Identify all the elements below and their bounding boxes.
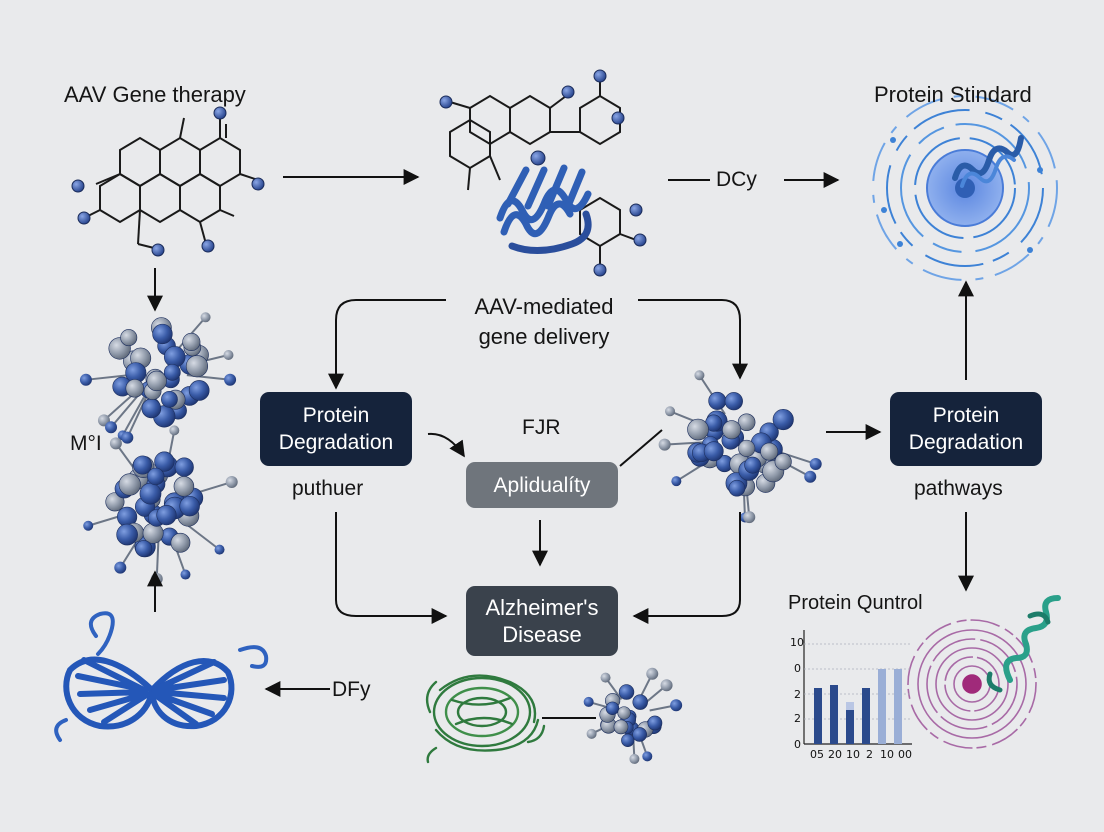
chart-bar <box>862 688 870 744</box>
chart-bar <box>846 710 854 744</box>
label-protein-stindard: Protein Stindard <box>874 82 1032 107</box>
label-dfy: DFy <box>332 678 371 701</box>
amyloid-fibrils <box>425 674 546 764</box>
flow-arrows <box>147 169 974 697</box>
molecule-structure-top-left <box>83 117 259 249</box>
protein-ribbon-bottom-left <box>54 611 269 742</box>
chart-bar <box>814 688 822 744</box>
protein-helix-top-right <box>952 135 1024 188</box>
box-center-text: Aplidualíty <box>493 473 591 497</box>
chart-title: Protein Quntrol <box>788 592 923 614</box>
label-puthuer: puthuer <box>292 477 364 500</box>
cluster-right-middle <box>658 370 822 524</box>
box-right-line1: Protein <box>932 404 1000 427</box>
x-tick-label: 05 <box>810 748 824 761</box>
y-tick-label: 0 <box>794 738 801 751</box>
label-aav-mediated-line2: gene delivery <box>478 324 610 349</box>
box-protein-degradation-right: Protein Degradation <box>890 392 1042 466</box>
y-tick-label: 2 <box>794 688 801 701</box>
molecule-structure-top-middle <box>449 78 637 266</box>
molecule-nodes-top-middle <box>439 69 647 277</box>
label-aav-gene-therapy: AAV Gene therapy <box>64 82 246 107</box>
box-right-line2: Degradation <box>908 431 1024 454</box>
x-tick-label: 20 <box>828 748 842 761</box>
label-pathways: pathways <box>914 477 1003 500</box>
cluster-left-lower <box>83 425 238 585</box>
molecular-clusters <box>79 312 822 764</box>
x-tick-label: 00 <box>898 748 912 761</box>
chart-bars <box>814 669 902 744</box>
box-left-line2: Degradation <box>278 431 394 454</box>
protein-ribbon-top-middle <box>496 164 592 254</box>
box-left-line1: Protein <box>302 404 370 427</box>
box-apliduality: Aplidualíty <box>466 462 618 508</box>
chart-bar <box>830 685 838 744</box>
label-dcy: DCy <box>716 168 757 191</box>
chart-bar-secondary <box>846 702 854 710</box>
label-aav-mediated-line1: AAV-mediated <box>474 294 614 319</box>
y-tick-label: 0 <box>794 662 801 675</box>
y-tick-label: 2 <box>794 712 801 725</box>
chart-bar <box>894 669 902 744</box>
bar-chart-protein-quntrol <box>803 630 912 745</box>
box-alz-line1: Alzheimer's <box>485 595 599 620</box>
chart-bar <box>878 669 886 744</box>
protein-helix-teal <box>986 595 1061 693</box>
cluster-left-upper <box>79 312 237 444</box>
purple-spiral <box>907 619 1037 749</box>
cluster-bottom-middle <box>583 667 683 764</box>
molecule-nodes-top-left <box>71 106 265 257</box>
box-alzheimers-disease: Alzheimer's Disease <box>466 586 618 656</box>
x-tick-label: 10 <box>880 748 894 761</box>
target-dots <box>881 137 1043 253</box>
y-tick-label: 10 <box>790 636 804 649</box>
label-fjr: FJR <box>522 416 561 439</box>
label-aav-mediated: AAV-mediated gene delivery <box>448 292 640 352</box>
box-protein-degradation-left: Protein Degradation <box>260 392 412 466</box>
x-tick-label: 10 <box>846 748 860 761</box>
box-alz-line2: Disease <box>502 622 582 647</box>
x-tick-label: 2 <box>866 748 873 761</box>
label-m: M°I <box>70 432 102 455</box>
